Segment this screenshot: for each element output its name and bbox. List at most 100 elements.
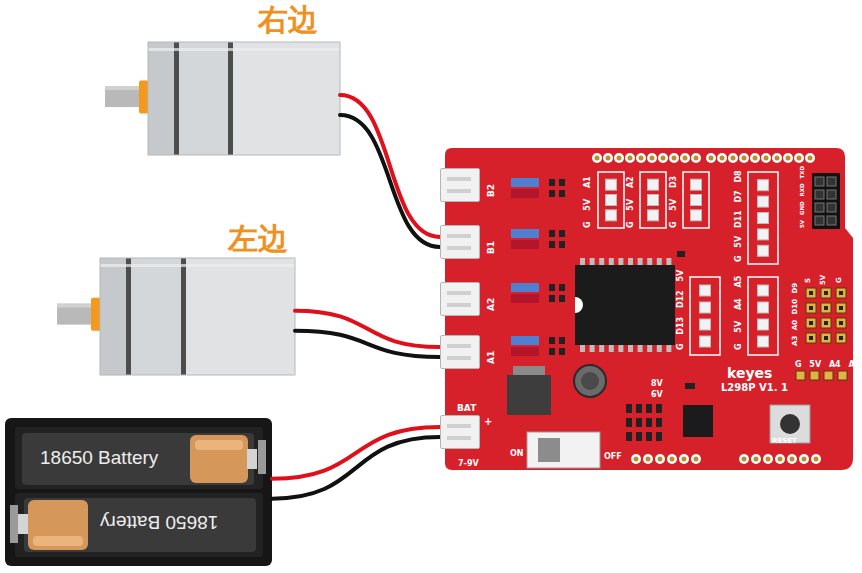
header-hole	[763, 454, 773, 464]
motor-heading: 右边	[258, 5, 318, 35]
header-hole-center	[646, 457, 651, 462]
smd-part	[685, 383, 695, 389]
chip-pin	[647, 345, 652, 352]
led-red	[511, 294, 539, 303]
header-hole-center	[786, 156, 791, 161]
port-label: B1	[487, 241, 496, 254]
pin-label: +	[484, 417, 492, 427]
header-hole-center	[720, 156, 725, 161]
port-label: A1	[487, 351, 496, 364]
servo-pin	[806, 333, 816, 343]
smd-part	[549, 348, 555, 355]
right-motor: 右边	[148, 42, 340, 155]
serial-header	[812, 173, 840, 229]
servo-pin	[821, 288, 831, 298]
header-hole	[772, 153, 782, 163]
battery-cap	[28, 500, 88, 550]
pin-label: 7-9V	[458, 460, 479, 468]
header-hole	[658, 153, 668, 163]
smd-part	[559, 190, 565, 197]
pin-label: 6V	[651, 391, 663, 399]
motor-port: B2	[440, 168, 480, 202]
header-hole-center	[742, 156, 747, 161]
header-hole-center	[595, 156, 600, 161]
pin-label: 5V GND RXD TXD	[800, 166, 806, 228]
header-hole-center	[790, 457, 795, 462]
black-wire	[272, 437, 440, 499]
servo-pin-center	[839, 306, 843, 310]
pin-label: G 5V D11 D7 D8	[735, 170, 743, 262]
brand-label: keyes	[727, 366, 772, 380]
pin-label: G 5V A4 A5	[735, 276, 743, 350]
pin-label: A3 A0 D10 D9	[792, 283, 799, 346]
i2c-pin	[838, 371, 847, 380]
header-hole-center	[661, 156, 666, 161]
chip-pin	[609, 345, 614, 352]
chip-pin	[590, 345, 595, 352]
header-pin	[758, 302, 769, 313]
smd-part	[559, 241, 565, 248]
header-hole	[691, 454, 701, 464]
smd-part	[559, 337, 565, 344]
header-pin	[648, 210, 659, 221]
wire-pair	[295, 311, 440, 357]
i2c-pin	[810, 371, 819, 380]
header-hole	[680, 153, 690, 163]
motor-outline	[148, 42, 340, 155]
chip-pin	[580, 345, 585, 352]
holder-spring	[258, 440, 266, 474]
smd-part	[559, 179, 565, 186]
chip-pin	[599, 345, 604, 352]
smd-part	[559, 284, 565, 291]
chip-pin	[599, 258, 604, 265]
battery-label: 18650 Battery	[100, 513, 218, 532]
motor-band	[228, 42, 233, 155]
motor-can	[233, 42, 340, 155]
port-label: B2	[487, 184, 496, 197]
header-hole	[794, 153, 804, 163]
battery-body	[24, 498, 256, 552]
header-hole	[739, 454, 749, 464]
shield-board	[445, 148, 853, 470]
chip-pin	[638, 345, 643, 352]
header-pin	[758, 213, 769, 224]
led-blue	[511, 178, 539, 187]
servo-pin-center	[809, 291, 813, 295]
reset-cap	[780, 414, 800, 434]
header-pin	[758, 336, 769, 347]
pin-label: G 5V A4 A5	[795, 361, 860, 369]
header-hole	[625, 153, 635, 163]
battery-cap-shine	[33, 536, 83, 546]
port-pin	[447, 177, 471, 181]
header-hole	[643, 454, 653, 464]
servo-pin	[836, 333, 846, 343]
wire-pair	[272, 427, 440, 499]
header-pin	[606, 179, 617, 190]
header-hole	[655, 454, 665, 464]
port-pin	[447, 344, 471, 348]
chip-pin	[666, 345, 671, 352]
header-pin	[691, 179, 702, 190]
chip-notch	[575, 297, 583, 313]
motor-band	[174, 42, 179, 155]
led-blue	[511, 229, 539, 238]
header-pin	[758, 180, 769, 191]
black-wire	[295, 331, 440, 357]
header-hole	[750, 153, 760, 163]
header-pin	[700, 285, 711, 296]
wire-pair	[340, 95, 440, 247]
port-pin	[447, 189, 471, 193]
header-hole-center	[731, 156, 736, 161]
serial-pin	[815, 177, 824, 186]
smd-part	[549, 337, 555, 344]
header-pin	[700, 336, 711, 347]
header-pin	[691, 195, 702, 206]
capacitor	[574, 365, 606, 397]
servo-pin-center	[839, 291, 843, 295]
servo-pin-center	[824, 336, 828, 340]
power-port: BAT	[440, 415, 480, 449]
header-pin	[700, 319, 711, 330]
led-red	[511, 189, 539, 198]
motor-band	[181, 258, 186, 375]
